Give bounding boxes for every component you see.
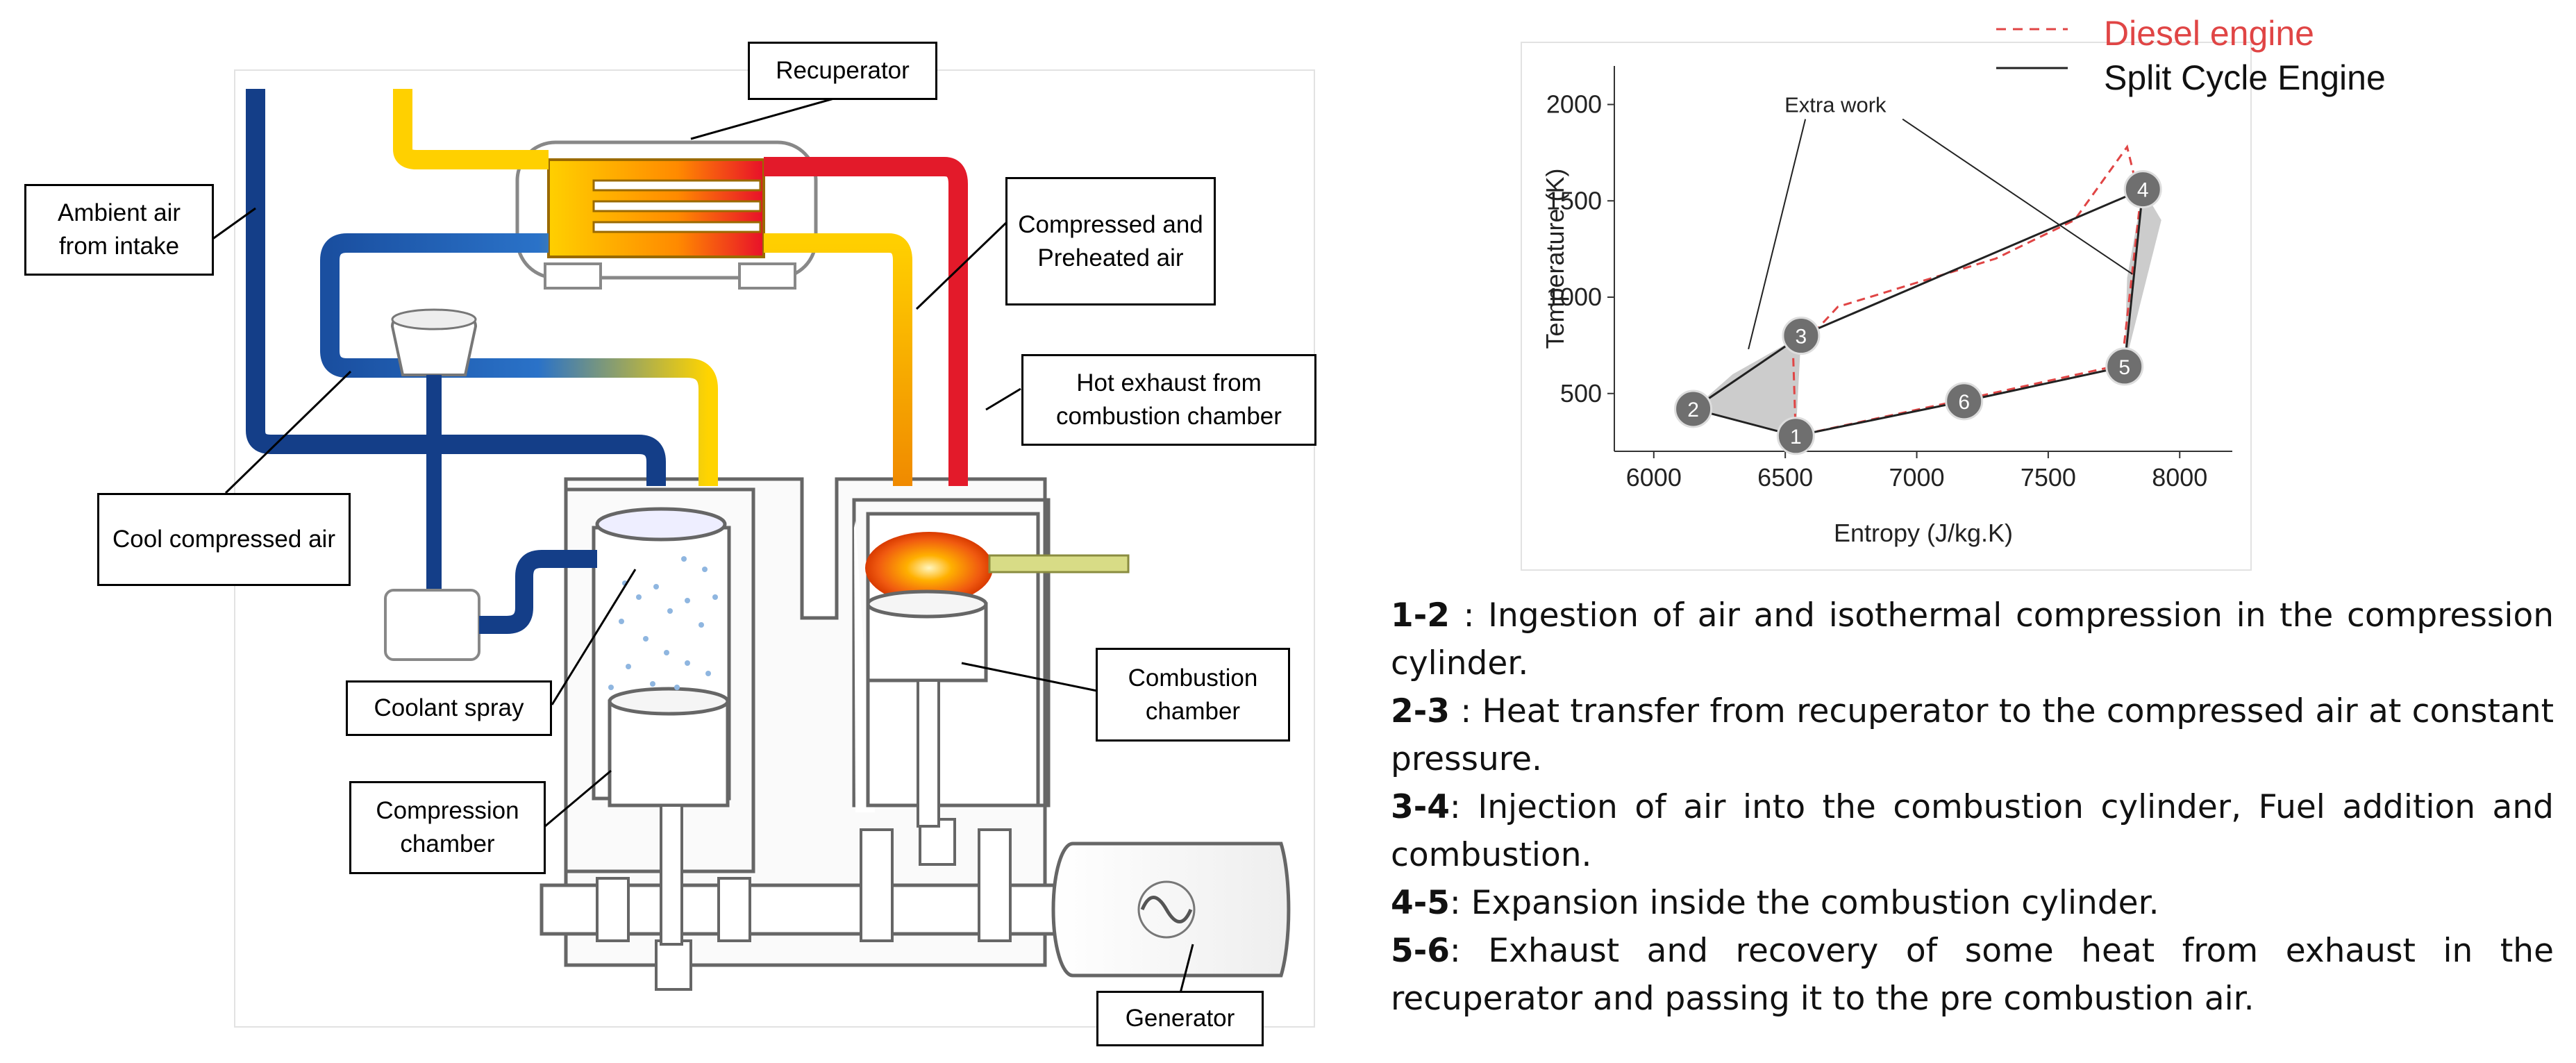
coolant-pump <box>384 589 480 661</box>
state-point-label: 4 <box>2137 179 2149 202</box>
label-ambient-air: Ambient air from intake <box>24 184 214 276</box>
step-text: : Ingestion of air and isothermal compre… <box>1391 596 2554 683</box>
y-tick-label: 1000 <box>1546 283 1602 311</box>
label-combustion-chamber: Combustion chamber <box>1096 648 1290 742</box>
extra-work-region-2 <box>2124 189 2161 367</box>
recuperator-unit <box>515 140 818 290</box>
ts-chart: 6000 6500 7000 7500 8000 500 1000 1500 2000 1 2 3 4… <box>1541 66 2232 547</box>
step-1-2: 1-2 : Ingestion of air and isothermal co… <box>1391 592 2554 687</box>
generator <box>1051 842 1291 978</box>
combustion-cylinder <box>852 498 1130 828</box>
legend-swatches <box>1996 28 2068 69</box>
step-text: : Heat transfer from recuperator to the … <box>1391 692 2554 778</box>
step-text: : Expansion inside the combustion cylind… <box>1449 884 2159 922</box>
step-4-5: 4-5: Expansion inside the combustion cyl… <box>1391 879 2554 927</box>
annotation-arrow-2 <box>1902 118 2133 275</box>
step-text: : Injection of air into the combustion c… <box>1391 788 2554 874</box>
chart-points: 1 2 3 4 5 6 <box>1674 170 2162 455</box>
step-key: 1-2 <box>1391 596 1450 635</box>
label-coolant-spray: Coolant spray <box>346 680 552 736</box>
x-tick-label: 8000 <box>2152 463 2207 492</box>
label-hot-exhaust: Hot exhaust from combustion chamber <box>1021 354 1316 446</box>
x-tick-label: 6500 <box>1757 463 1813 492</box>
state-point-label: 2 <box>1687 399 1699 421</box>
y-tick-label: 2000 <box>1546 90 1602 119</box>
annotation-arrow-1 <box>1748 119 1807 350</box>
state-point-label: 6 <box>1958 391 1970 414</box>
state-point-1 <box>1776 417 1815 455</box>
step-key: 3-4 <box>1391 788 1450 826</box>
state-point-3 <box>1782 317 1821 355</box>
x-tick-label: 7000 <box>1889 463 1944 492</box>
label-cool-compressed-air: Cool compressed air <box>97 493 351 586</box>
step-3-4: 3-4: Injection of air into the combustio… <box>1391 783 2554 879</box>
y-tick-label: 1500 <box>1546 186 1602 215</box>
state-point-6 <box>1945 382 1984 421</box>
chart-axes <box>1614 66 2232 452</box>
label-generator: Generator <box>1096 991 1264 1046</box>
state-point-5 <box>2105 347 2144 386</box>
step-2-3: 2-3 : Heat transfer from recuperator to … <box>1391 687 2554 783</box>
chart-ylabel: Temperature (K) <box>1541 168 1569 349</box>
ts-chart-frame <box>1521 42 2252 571</box>
legend-split-label: Split Cycle Engine <box>2104 58 2386 97</box>
state-point-label: 5 <box>2118 356 2130 379</box>
leader-lines <box>211 94 1194 994</box>
separator-tank <box>390 308 478 604</box>
legend-diesel-label: Diesel engine <box>2104 14 2314 53</box>
chart-series <box>1691 118 2161 437</box>
state-point-label: 3 <box>1796 326 1807 349</box>
chart-ticks: 6000 6500 7000 7500 8000 500 1000 1500 2000 <box>1546 90 2207 492</box>
step-key: 4-5 <box>1391 884 1450 922</box>
chart-annotation: Extra work <box>1784 93 1887 117</box>
state-point-4 <box>2123 170 2162 209</box>
state-point-label: 1 <box>1790 426 1802 449</box>
step-key: 5-6 <box>1391 932 1450 970</box>
compression-cylinder <box>564 487 755 946</box>
process-steps: 1-2 : Ingestion of air and isothermal co… <box>1391 592 2554 1023</box>
state-point-2 <box>1674 390 1713 428</box>
label-compression-chamber: Compression chamber <box>349 781 546 874</box>
x-tick-label: 7500 <box>2021 463 2076 492</box>
label-recuperator: Recuperator <box>748 42 937 100</box>
extra-work-region-1 <box>1693 335 1801 436</box>
step-5-6: 5-6: Exhaust and recovery of some heat f… <box>1391 927 2554 1023</box>
chart-xlabel: Entropy (J/kg.K) <box>1834 519 2013 547</box>
step-text: : Exhaust and recovery of some heat from… <box>1391 932 2554 1018</box>
label-compressed-preheated-air: Compressed and Preheated air <box>1005 177 1216 305</box>
x-tick-label: 6000 <box>1626 463 1682 492</box>
step-key: 2-3 <box>1391 692 1450 730</box>
y-tick-label: 500 <box>1560 379 1602 408</box>
